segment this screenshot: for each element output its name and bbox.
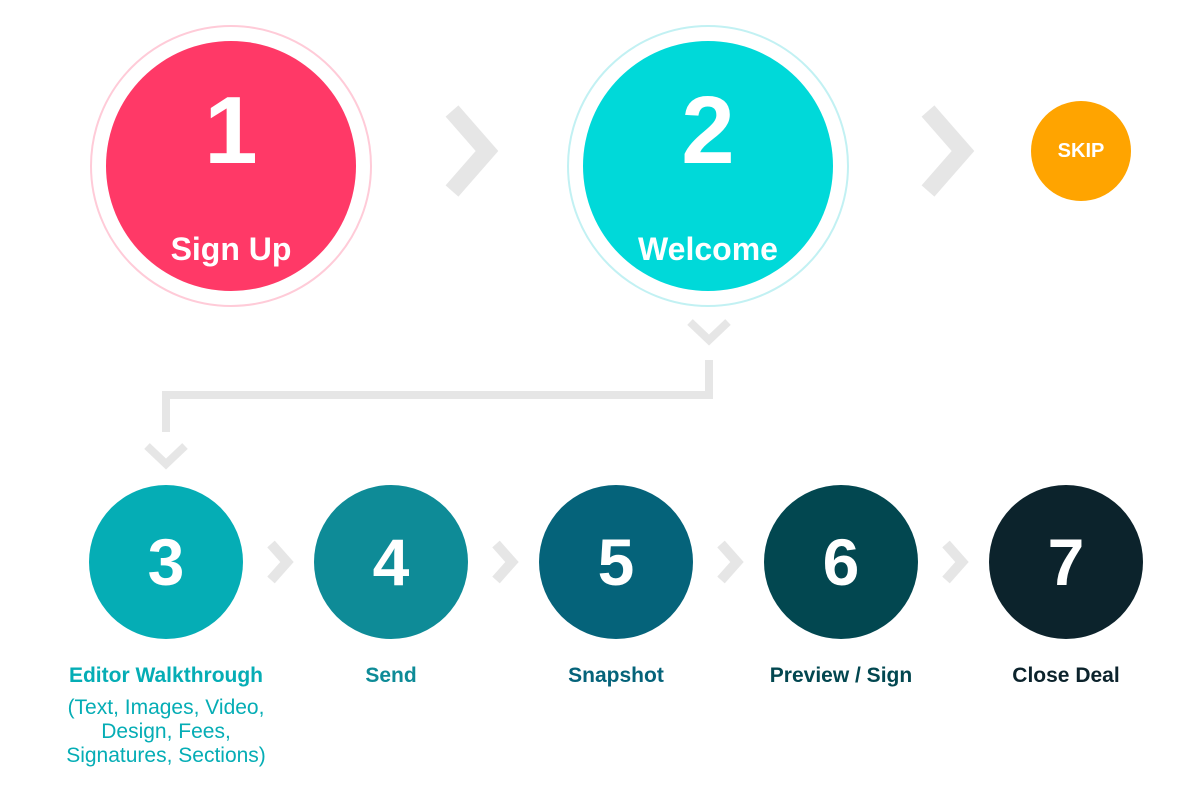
step-4-label: Send [365, 664, 417, 687]
chevron-right-icon [492, 540, 519, 584]
step-3-label: Editor Walkthrough [68, 664, 264, 687]
chevron-down-icon [687, 319, 731, 346]
description-line: Design, Fees, [101, 720, 231, 743]
step-3-circle[interactable]: 3 [89, 485, 243, 639]
step-7-circle[interactable]: 7 [989, 485, 1143, 639]
step-1-sign-up[interactable]: 1 Sign Up [106, 41, 356, 291]
step-5-circle[interactable]: 5 [539, 485, 693, 639]
connector-line [162, 360, 713, 432]
step-number: 2 [681, 77, 735, 184]
step-6-label: Preview / Sign [769, 664, 913, 687]
step-1-ring [90, 25, 372, 307]
step-2-ring [567, 25, 849, 307]
description-line: Signatures, Sections) [66, 744, 266, 767]
step-number: 1 [204, 77, 258, 184]
step-label: Welcome [638, 231, 778, 267]
step-4-circle[interactable]: 4 [314, 485, 468, 639]
chevron-down-icon [144, 443, 188, 470]
step-7-label: Close Deal [1012, 664, 1120, 687]
skip-button[interactable]: SKIP [1031, 101, 1131, 201]
step-3-description: (Text, Images, Video, Design, Fees, Sign… [36, 696, 296, 768]
description-line: (Text, Images, Video, [67, 696, 265, 719]
chevron-right-icon [942, 540, 969, 584]
chevron-right-icon [921, 105, 975, 197]
step-6-circle[interactable]: 6 [764, 485, 918, 639]
step-5-label: Snapshot [568, 664, 664, 687]
chevron-right-icon [267, 540, 294, 584]
step-label: Sign Up [170, 231, 292, 267]
chevron-right-icon [445, 105, 499, 197]
step-2-welcome[interactable]: 2 Welcome [583, 41, 833, 291]
chevron-right-icon [717, 540, 744, 584]
